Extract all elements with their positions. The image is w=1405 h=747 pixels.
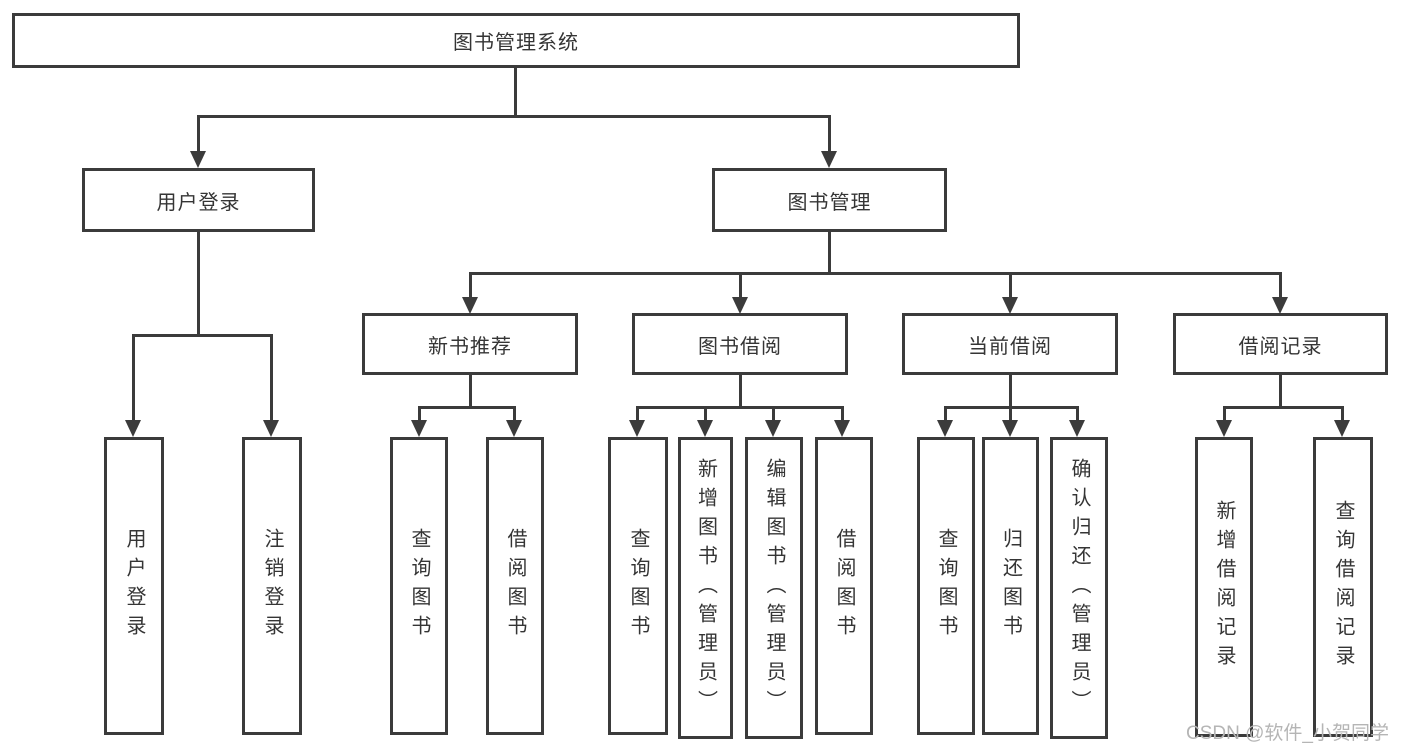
leaf-user-login: 用户登录 xyxy=(104,437,164,735)
arrowhead-icon xyxy=(263,420,279,437)
arrowhead-icon xyxy=(629,420,645,437)
connector-line xyxy=(197,232,200,337)
arrowhead-icon xyxy=(765,420,781,437)
node-borrow-records-label: 借阅记录 xyxy=(1238,335,1323,358)
node-book-management: 图书管理 xyxy=(712,168,947,232)
connector-line xyxy=(1341,406,1344,424)
leaf-add-book-admin: 新增图书（管理员） xyxy=(678,437,733,739)
connector-line xyxy=(513,406,516,424)
connector-line xyxy=(418,406,421,424)
leaf-borrow-books-borrow: 借阅图书 xyxy=(815,437,873,735)
connector-line xyxy=(270,334,273,422)
node-user-login-label: 用户登录 xyxy=(156,191,241,214)
connector-line xyxy=(739,375,742,408)
leaf-confirm-return-admin: 确认归还（管理员） xyxy=(1050,437,1108,739)
arrowhead-icon xyxy=(1334,420,1350,437)
node-system-root-label: 图书管理系统 xyxy=(453,32,579,54)
connector-line xyxy=(1076,406,1079,424)
connector-line xyxy=(636,406,639,424)
connector-line xyxy=(1279,272,1282,300)
leaf-add-borrow-record-label: 新增借阅记录 xyxy=(1213,500,1235,674)
arrowhead-icon xyxy=(506,420,522,437)
leaf-query-books-current: 查询图书 xyxy=(917,437,975,735)
leaf-add-book-admin-label: 新增图书（管理员） xyxy=(694,457,717,719)
node-current-borrow: 当前借阅 xyxy=(902,313,1118,375)
arrowhead-icon xyxy=(937,420,953,437)
arrowhead-icon xyxy=(1069,420,1085,437)
leaf-query-books-borrow: 查询图书 xyxy=(608,437,668,735)
arrowhead-icon xyxy=(125,420,141,437)
connector-line xyxy=(132,334,273,337)
leaf-logout: 注销登录 xyxy=(242,437,302,735)
connector-line xyxy=(841,406,844,424)
node-current-borrow-label: 当前借阅 xyxy=(968,335,1052,358)
connector-line xyxy=(739,272,742,300)
connector-line xyxy=(944,406,947,424)
connector-line xyxy=(636,406,844,409)
connector-line xyxy=(704,406,707,424)
arrowhead-icon xyxy=(190,151,206,168)
leaf-borrow-books-borrow-label: 借阅图书 xyxy=(833,528,855,644)
leaf-user-login-label: 用户登录 xyxy=(123,528,145,644)
leaf-query-borrow-record: 查询借阅记录 xyxy=(1313,437,1373,737)
connector-line xyxy=(1223,406,1226,424)
connector-line xyxy=(418,406,516,409)
arrowhead-icon xyxy=(1002,297,1018,314)
node-new-book-recommend: 新书推荐 xyxy=(362,313,578,375)
arrowhead-icon xyxy=(1216,420,1232,437)
arrowhead-icon xyxy=(1272,297,1288,314)
connector-line xyxy=(469,272,472,300)
csdn-watermark: CSDN @软件_小贺同学 xyxy=(1186,723,1389,744)
node-user-login: 用户登录 xyxy=(82,168,315,232)
leaf-query-books-borrow-label: 查询图书 xyxy=(627,528,649,644)
node-book-borrow-label: 图书借阅 xyxy=(698,335,782,358)
connector-line xyxy=(132,334,135,422)
arrowhead-icon xyxy=(821,151,837,168)
leaf-edit-book-admin-label: 编辑图书（管理员） xyxy=(763,457,785,719)
connector-line xyxy=(828,232,831,274)
connector-line xyxy=(469,375,472,408)
arrowhead-icon xyxy=(462,297,478,314)
leaf-return-book: 归还图书 xyxy=(982,437,1039,735)
connector-line xyxy=(828,115,831,155)
connector-line xyxy=(197,115,831,118)
leaf-query-books-recommend: 查询图书 xyxy=(390,437,448,735)
arrowhead-icon xyxy=(834,420,850,437)
node-book-borrow: 图书借阅 xyxy=(632,313,848,375)
leaf-borrow-books-recommend-label: 借阅图书 xyxy=(504,528,526,644)
arrowhead-icon xyxy=(732,297,748,314)
connector-line xyxy=(469,272,1281,275)
node-book-management-label: 图书管理 xyxy=(787,191,872,214)
leaf-add-borrow-record: 新增借阅记录 xyxy=(1195,437,1253,737)
leaf-edit-book-admin: 编辑图书（管理员） xyxy=(745,437,803,739)
node-system-root: 图书管理系统 xyxy=(12,13,1020,68)
node-new-book-recommend-label: 新书推荐 xyxy=(428,335,512,358)
leaf-borrow-books-recommend: 借阅图书 xyxy=(486,437,544,735)
connector-line xyxy=(1009,375,1012,408)
arrowhead-icon xyxy=(411,420,427,437)
arrowhead-icon xyxy=(697,420,713,437)
arrowhead-icon xyxy=(1002,420,1018,437)
connector-line xyxy=(1009,406,1012,424)
leaf-return-book-label: 归还图书 xyxy=(999,528,1022,644)
connector-line xyxy=(772,406,775,424)
connector-line xyxy=(514,68,517,118)
leaf-logout-label: 注销登录 xyxy=(261,528,283,644)
leaf-query-borrow-record-label: 查询借阅记录 xyxy=(1332,500,1354,674)
leaf-query-books-recommend-label: 查询图书 xyxy=(408,528,430,644)
connector-line xyxy=(1279,375,1282,408)
leaf-confirm-return-admin-label: 确认归还（管理员） xyxy=(1068,457,1090,719)
connector-line xyxy=(197,115,200,155)
leaf-query-books-current-label: 查询图书 xyxy=(935,528,957,644)
node-borrow-records: 借阅记录 xyxy=(1173,313,1388,375)
connector-line xyxy=(1223,406,1344,409)
connector-line xyxy=(1009,272,1012,300)
